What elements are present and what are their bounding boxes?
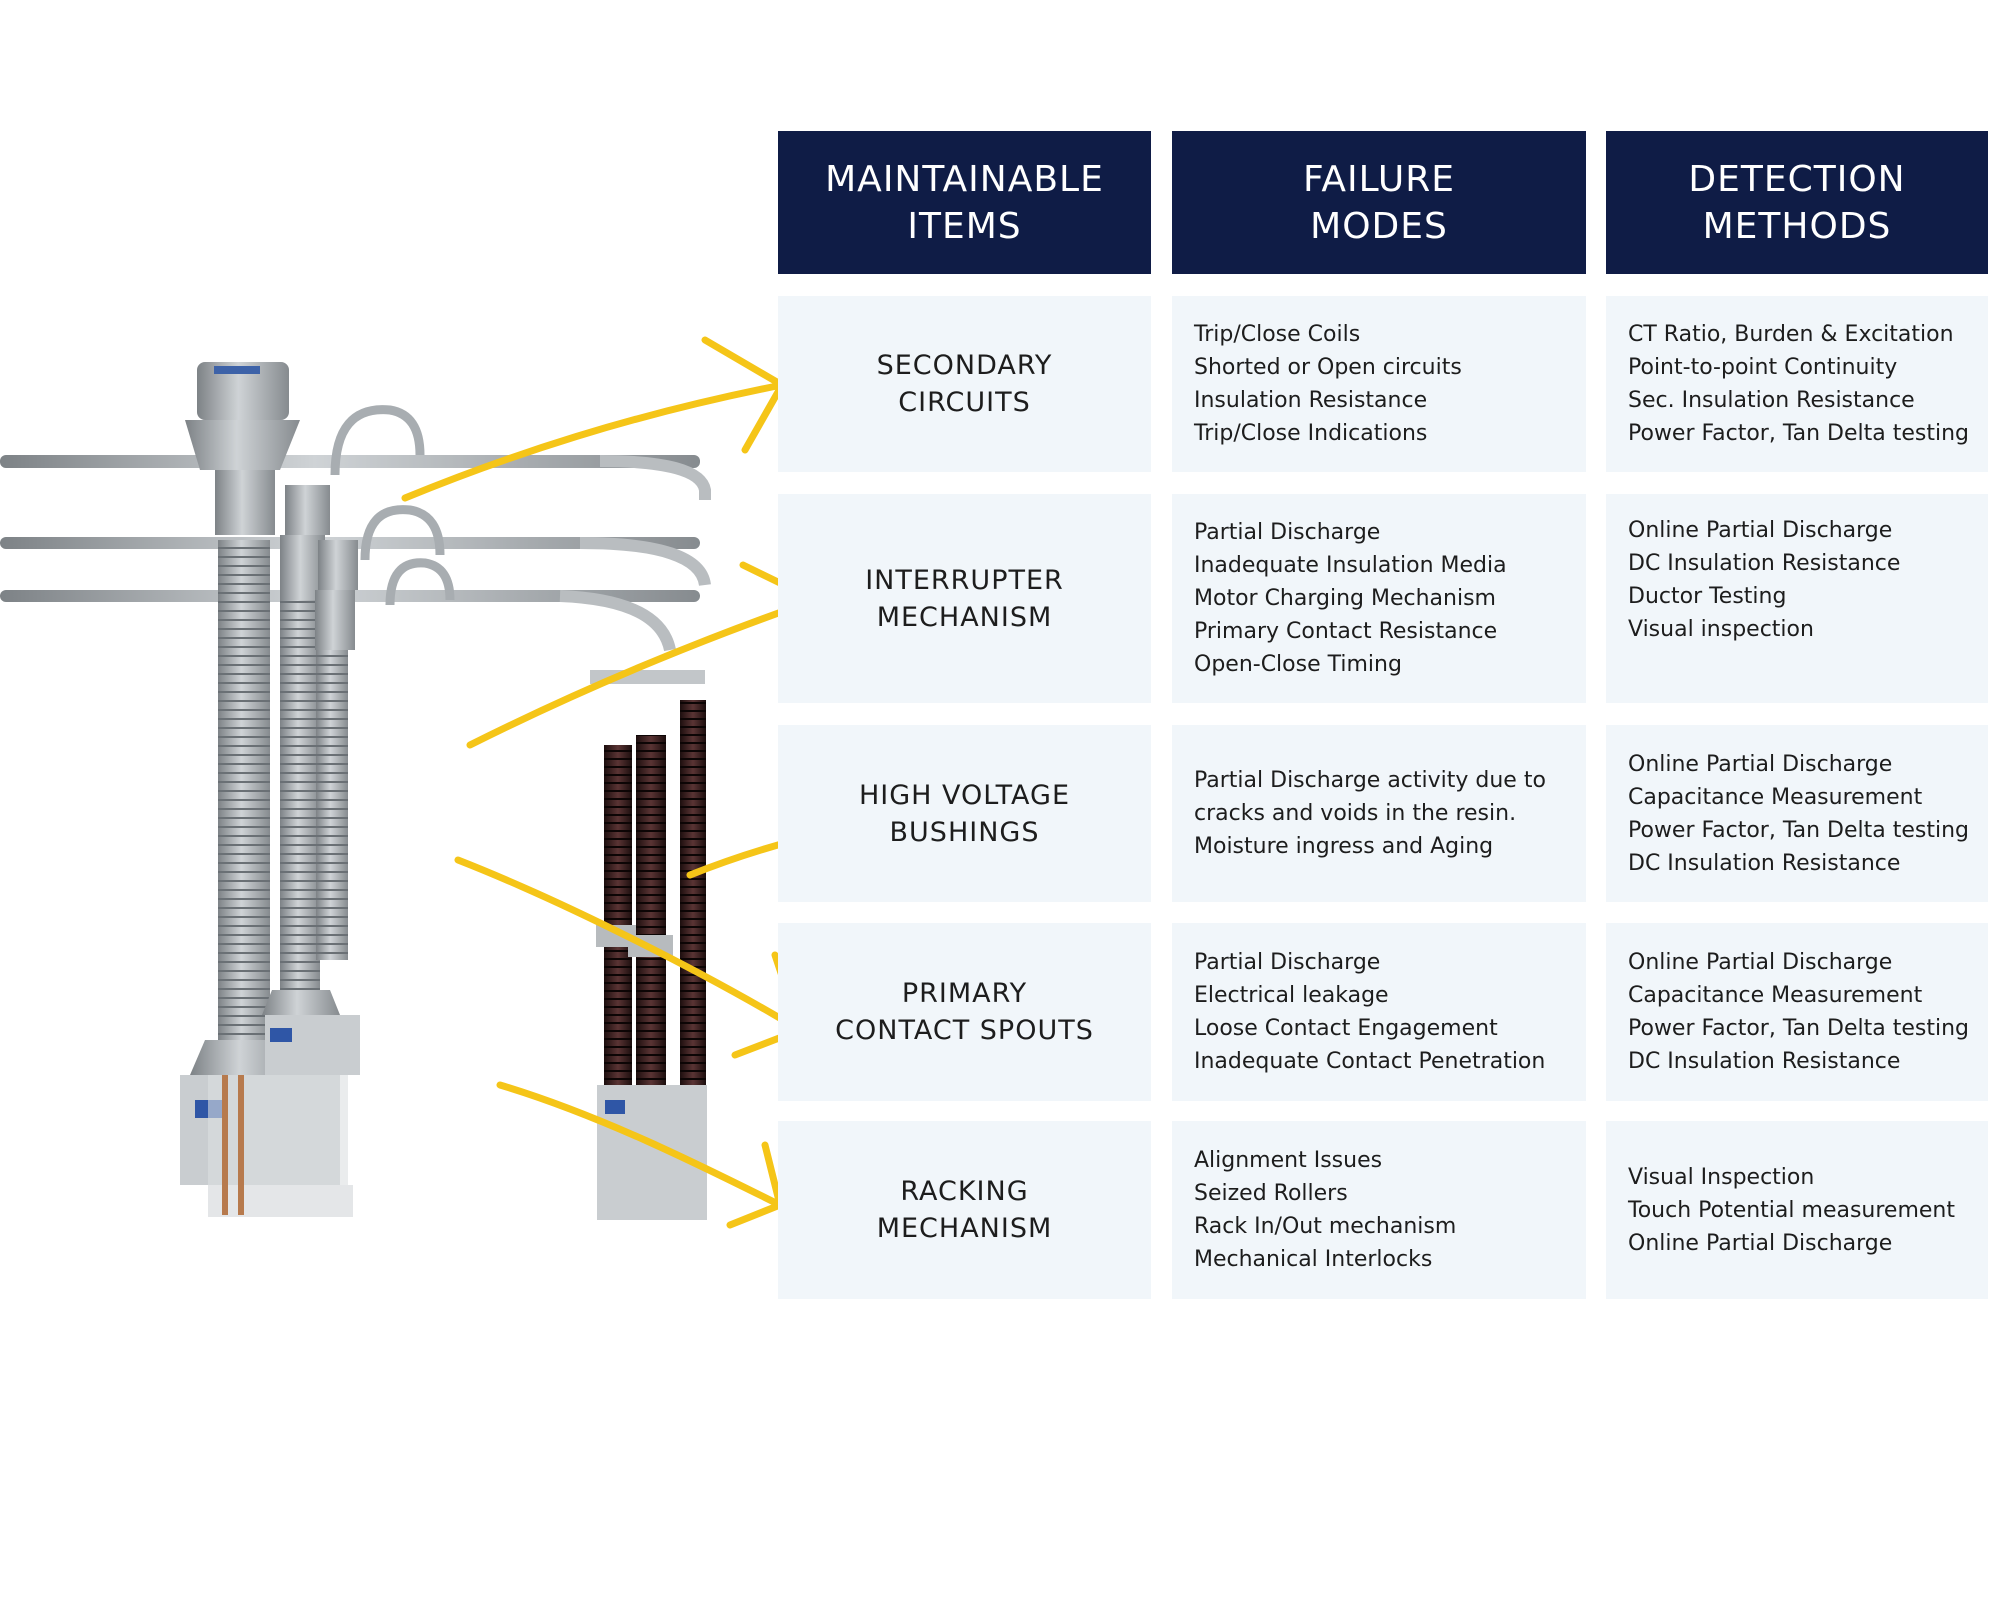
- detection-method: Online Partial Discharge: [1628, 751, 1893, 777]
- failure-modes-secondary-circuits: Trip/Close Coils Shorted or Open circuit…: [1172, 296, 1586, 472]
- detection-method: Power Factor, Tan Delta testing: [1628, 1016, 1970, 1041]
- detection-method: Online Partial Discharge: [1628, 518, 1893, 543]
- detection-method: Sec. Insulation Resistance: [1628, 388, 1915, 413]
- detection-methods-secondary-circuits: CT Ratio, Burden & Excitation Point-to-p…: [1606, 296, 1988, 472]
- failure-mode: Motor Charging Mechanism: [1194, 586, 1496, 611]
- failure-modes-high-voltage-bushings: Partial Discharge activity due to cracks…: [1172, 725, 1586, 902]
- detection-methods-primary-contact-spouts: Online Partial Discharge Capacitance Mea…: [1606, 923, 1988, 1101]
- failure-mode: Seized Rollers: [1194, 1181, 1348, 1206]
- header-failure-modes: FAILURE MODES: [1172, 131, 1586, 274]
- failure-mode: Insulation Resistance: [1194, 388, 1428, 413]
- detection-method: CT Ratio, Burden & Excitation: [1628, 322, 1954, 347]
- detection-method: DC Insulation Resistance: [1628, 850, 1901, 876]
- failure-mode: Rack In/Out mechanism: [1194, 1214, 1457, 1239]
- busbar-group: [0, 455, 711, 652]
- item-racking-mechanism: RACKING MECHANISM: [778, 1121, 1151, 1299]
- failure-mode: Alignment Issues: [1194, 1148, 1383, 1173]
- failure-mode: Inadequate Contact Penetration: [1194, 1049, 1546, 1074]
- failure-mode: Electrical leakage: [1194, 983, 1389, 1008]
- detection-method: Capacitance Measurement: [1628, 784, 1923, 810]
- detection-method: Power Factor, Tan Delta testing: [1628, 421, 1970, 446]
- arrow-interrupter-mechanism: [466, 596, 819, 749]
- item-high-voltage-bushings: HIGH VOLTAGE BUSHINGS: [778, 725, 1151, 902]
- item-interrupter-mechanism: INTERRUPTER MECHANISM: [778, 494, 1151, 703]
- failure-mode: Mechanical Interlocks: [1194, 1247, 1433, 1272]
- item-primary-contact-spouts: PRIMARY CONTACT SPOUTS: [778, 923, 1151, 1101]
- header-maintainable-items: MAINTAINABLE ITEMS: [778, 131, 1151, 274]
- failure-mode: Partial Discharge: [1194, 950, 1381, 975]
- failure-mode: Partial Discharge: [1194, 520, 1381, 545]
- failure-modes-racking-mechanism: Alignment Issues Seized Rollers Rack In/…: [1172, 1121, 1586, 1299]
- detection-method: Capacitance Measurement: [1628, 983, 1923, 1008]
- detection-methods-high-voltage-bushings: Online Partial Discharge Capacitance Mea…: [1606, 725, 1988, 902]
- detection-method: Online Partial Discharge: [1628, 1230, 1893, 1256]
- grey-bushings: [180, 362, 455, 1217]
- detection-method: Online Partial Discharge: [1628, 950, 1893, 975]
- failure-modes-interrupter-mechanism: Partial Discharge Inadequate Insulation …: [1172, 494, 1586, 703]
- detection-method: DC Insulation Resistance: [1628, 551, 1901, 576]
- failure-mode: Open-Close Timing: [1194, 652, 1402, 677]
- dark-bushings: [590, 670, 707, 1220]
- arrow-racking-mechanism: [496, 1081, 784, 1209]
- failure-mode: Primary Contact Resistance: [1194, 619, 1498, 644]
- detection-method: Visual inspection: [1628, 617, 1814, 642]
- failure-mode: Inadequate Insulation Media: [1194, 553, 1507, 578]
- failure-mode: Trip/Close Coils: [1194, 322, 1361, 347]
- failure-mode: Trip/Close Indications: [1194, 421, 1428, 446]
- failure-mode: cracks and voids in the resin.: [1194, 801, 1517, 826]
- detection-method: Touch Potential measurement: [1628, 1197, 1955, 1223]
- arrow-secondary-circuits: [401, 381, 786, 502]
- detection-method: DC Insulation Resistance: [1628, 1049, 1901, 1074]
- failure-mode: Partial Discharge activity due to: [1194, 768, 1546, 793]
- failure-mode: Moisture ingress and Aging: [1194, 834, 1494, 859]
- detection-methods-interrupter-mechanism: Online Partial Discharge DC Insulation R…: [1606, 494, 1988, 703]
- arrow-primary-contact-spouts: [454, 856, 804, 1034]
- failure-modes-primary-contact-spouts: Partial Discharge Electrical leakage Loo…: [1172, 923, 1586, 1101]
- detection-method: Power Factor, Tan Delta testing: [1628, 817, 1970, 843]
- failure-mode: Loose Contact Engagement: [1194, 1016, 1498, 1041]
- detection-methods-racking-mechanism: Visual Inspection Touch Potential measur…: [1606, 1121, 1988, 1299]
- item-secondary-circuits: SECONDARY CIRCUITS: [778, 296, 1151, 472]
- detection-method: Ductor Testing: [1628, 584, 1787, 609]
- failure-mode: Shorted or Open circuits: [1194, 355, 1462, 380]
- detection-method: Visual Inspection: [1628, 1164, 1815, 1190]
- header-detection-methods: DETECTION METHODS: [1606, 131, 1988, 274]
- detection-method: Point-to-point Continuity: [1628, 355, 1898, 380]
